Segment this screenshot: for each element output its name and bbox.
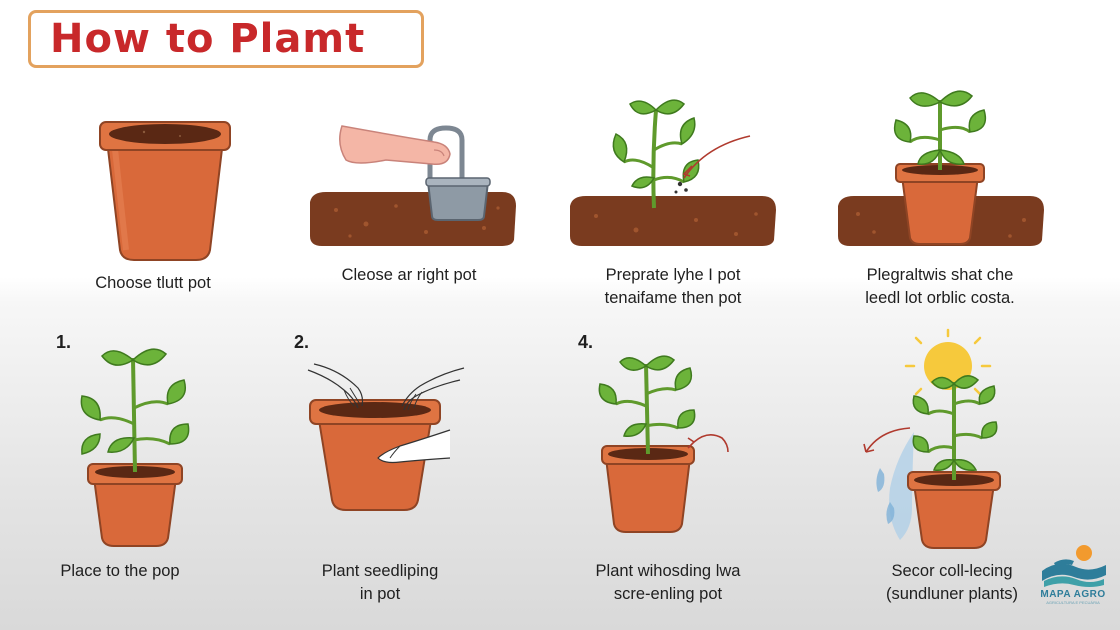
caption-line: scre-enling pot — [613, 585, 723, 603]
caption-line: Place to the pop — [60, 562, 180, 580]
brand-logo: MAPA AGRO AGRICULTURA E PECUÁRIA — [1034, 541, 1112, 605]
step-4-caption: Plegraltwis shat che leedl lot orblic co… — [830, 264, 1050, 310]
caption-line: in pot — [359, 585, 401, 603]
potted-plant-icon — [838, 90, 1044, 246]
caption-line: Plant seedliping — [321, 562, 439, 580]
step-number: 4. — [578, 332, 594, 352]
water-drops-icon — [863, 427, 914, 540]
hand-with-watering-bucket-icon — [310, 125, 516, 246]
caption-line: Choose tlutt pot — [95, 274, 211, 292]
step-8-caption: Secor coll-lecing (sundluner plants) — [852, 560, 1052, 606]
step-7-caption: Plant wihosding lwa scre-enling pot — [568, 560, 768, 606]
caption-line: Preprate lyhe I pot — [605, 266, 741, 284]
caption-line: (sundluner plants) — [885, 585, 1019, 603]
page-title: How to Plamt — [50, 16, 366, 62]
potted-plant-icon — [907, 375, 1001, 549]
potted-plant-icon — [80, 348, 190, 547]
potted-plant-icon — [598, 355, 729, 533]
seedling-in-soil-icon — [570, 99, 776, 246]
logo-tagline: AGRICULTURA E PECUÁRIA — [1046, 600, 1100, 605]
step-1-caption: Choose tlutt pot — [48, 272, 258, 295]
caption-line: Plant wihosding lwa — [595, 562, 741, 580]
title-banner: How to Plamt — [28, 10, 424, 68]
hands-planting-icon — [307, 363, 465, 511]
step-number: 1. — [56, 332, 72, 352]
step-6-caption: Plant seedliping in pot — [290, 560, 470, 606]
caption-line: tenaifame then pot — [604, 289, 742, 307]
caption-line: Cleose ar right pot — [341, 266, 477, 284]
caption-line: Secor coll-lecing — [891, 562, 1013, 580]
logo-emblem-icon — [1042, 545, 1106, 587]
step-5-caption: Place to the pop — [30, 560, 210, 583]
logo-name: MAPA AGRO — [1040, 589, 1106, 600]
caption-line: Plegraltwis shat che — [866, 266, 1014, 284]
step-3-caption: Preprate lyhe I pot tenaifame then pot — [568, 264, 778, 310]
step-number: 2. — [294, 332, 310, 352]
caption-line: leedl lot orblic costa. — [865, 289, 1015, 307]
step-2-caption: Cleose ar right pot — [304, 264, 514, 287]
terracotta-pot-icon — [99, 121, 231, 261]
